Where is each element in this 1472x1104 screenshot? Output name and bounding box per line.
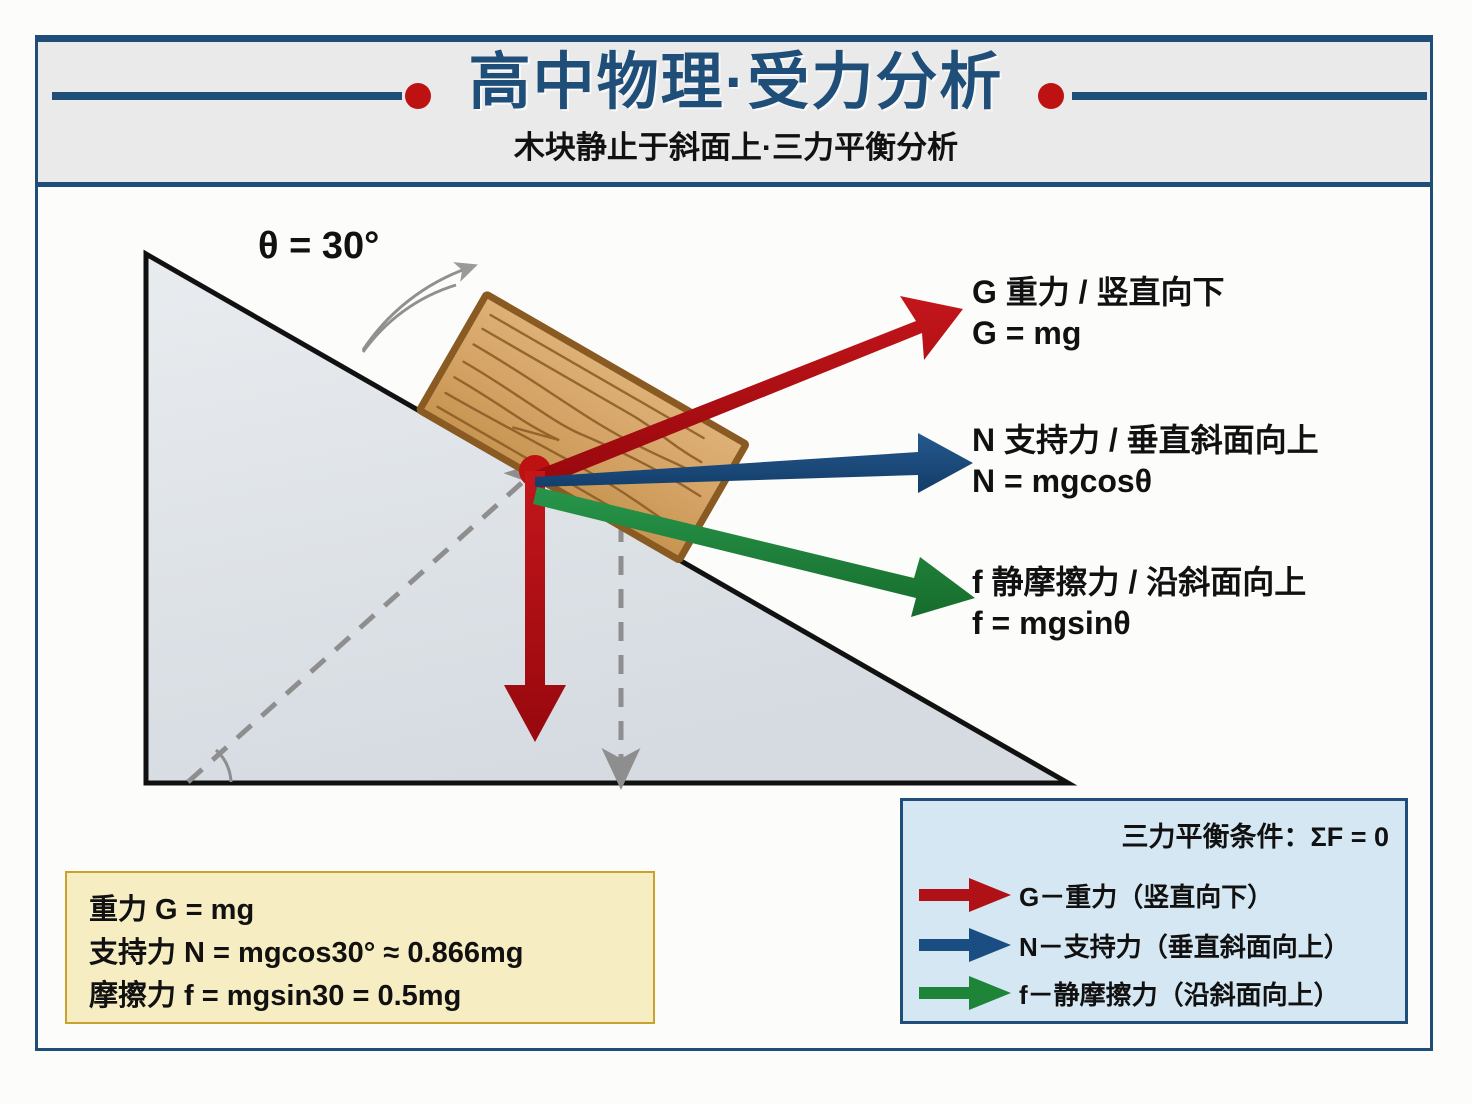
force-label-f: f 静摩擦力 / 沿斜面向上 f = mgsinθ [972,562,1306,644]
force-vector-G-vertical [504,471,566,742]
angle-label: θ = 30° [258,225,380,267]
angle-arc-top [361,262,478,353]
legend-item-f: f－静摩擦力（沿斜面向上） [917,971,1340,1015]
legend-label-N: N－支持力（垂直斜面向上） [1019,931,1350,962]
header-rule-top [38,38,1430,42]
force-label-f-line1: f 静摩擦力 / 沿斜面向上 [972,564,1307,600]
legend-title: 三力平衡条件：ΣF = 0 [1121,822,1389,852]
legend-arrow-red-icon [919,878,1011,912]
force-vector-N [535,433,973,493]
legend-box: 三力平衡条件：ΣF = 0 G－重力（竖直向下） N－支持力（垂直斜面向上） f… [900,798,1408,1024]
force-vector-G [535,296,963,486]
legend-label-G: G－重力（竖直向下） [1019,881,1274,912]
force-label-G-line1: G 重力 / 竖直向下 [972,274,1225,310]
angle-helper-dashed [186,459,548,784]
formula-line-normal: 支持力 N = mgcos30° ≈ 0.866mg [89,936,524,969]
formula-line-friction: 摩擦力 f = mgsin30 = 0.5mg [89,979,462,1012]
legend-arrow-green-icon [919,976,1011,1010]
title-rule-left [52,92,402,100]
force-label-N-line2: N = mgcosθ [972,462,1153,499]
force-label-N: N 支持力 / 垂直斜面向上 N = mgcosθ [972,420,1319,502]
force-label-G: G 重力 / 竖直向下 G = mg [972,272,1224,354]
force-label-G-line2: G = mg [972,314,1082,351]
title-dot-left-icon [405,83,431,109]
legend-item-N: N－支持力（垂直斜面向上） [917,923,1350,967]
force-label-N-line1: N 支持力 / 垂直斜面向上 [972,422,1319,458]
force-diagram [143,249,1078,790]
header-band [38,38,1430,186]
legend-arrow-blue-icon [919,928,1011,962]
formula-line-gravity: 重力 G = mg [89,894,255,926]
legend-item-G: G－重力（竖直向下） [917,873,1273,917]
page-title: 高中物理·受力分析 [468,48,1004,117]
poster-frame [35,35,1433,1051]
page-subtitle: 木块静止于斜面上·三力平衡分析 [513,130,959,165]
title-dot-right-icon [1038,83,1064,109]
formula-box: 重力 G = mg 支持力 N = mgcos30° ≈ 0.866mg 摩擦力… [65,871,655,1024]
force-label-f-line2: f = mgsinθ [972,604,1131,641]
force-vector-f [533,487,975,617]
title-rule-right [1072,92,1427,100]
header-rule-bottom [38,182,1430,187]
legend-label-f: f－静摩擦力（沿斜面向上） [1019,979,1340,1010]
